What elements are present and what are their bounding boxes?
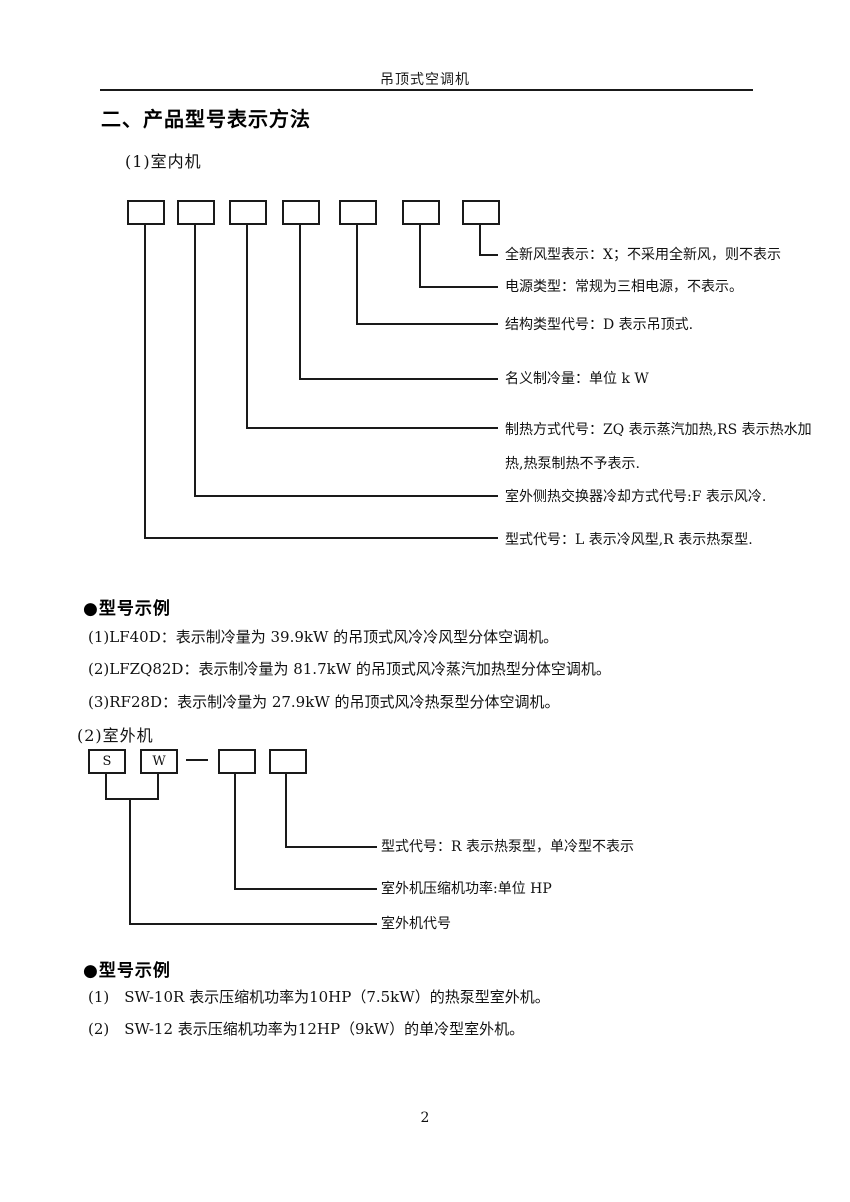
- page-title: 二、产品型号表示方法: [101, 107, 311, 131]
- connector-vline: [157, 772, 159, 800]
- connector-vline: [285, 772, 287, 848]
- connector-hline: [419, 286, 498, 288]
- connector-vline: [419, 223, 421, 288]
- connector-hline: [285, 846, 377, 848]
- indoor-code-box-7: [462, 200, 500, 225]
- indoor-label-outdoor-exchanger: 室外侧热交换器冷却方式代号:F 表示风冷.: [505, 489, 767, 505]
- connector-vline: [194, 223, 196, 497]
- connector-hline: [105, 798, 159, 800]
- connector-vline: [479, 223, 481, 256]
- header-rule: [100, 89, 753, 91]
- outdoor-example-1: (1) SW-10R 表示压缩机功率为10HP（7.5kW）的热泵型室外机。: [88, 988, 550, 1006]
- connector-hline: [144, 537, 498, 539]
- connector-vline: [246, 223, 248, 429]
- indoor-example-2: (2)LFZQ82D：表示制冷量为 81.7kW 的吊顶式风冷蒸汽加热型分体空调…: [88, 660, 611, 678]
- indoor-label-cooling-capacity: 名义制冷量：单位 k W: [505, 371, 649, 387]
- outdoor-code-box-3: [218, 749, 256, 774]
- connector-hline: [246, 427, 498, 429]
- indoor-label-heating-mode-line2: 热,热泵制热不予表示.: [505, 456, 640, 472]
- connector-hline: [299, 378, 498, 380]
- outdoor-label-outdoor-code: 室外机代号: [381, 916, 451, 932]
- indoor-example-3: (3)RF28D：表示制冷量为 27.9kW 的吊顶式风冷热泵型分体空调机。: [88, 693, 560, 711]
- outdoor-label-model-type: 型式代号：R 表示热泵型，单冷型不表示: [381, 839, 634, 855]
- connector-vline: [129, 798, 131, 925]
- indoor-label-heating-mode: 制热方式代号：ZQ 表示蒸汽加热,RS 表示热水加: [505, 422, 812, 438]
- indoor-examples-heading: ●型号示例: [83, 599, 171, 619]
- outdoor-code-box-4: [269, 749, 307, 774]
- indoor-label-structure-type: 结构类型代号：D 表示吊顶式.: [505, 317, 694, 333]
- connector-vline: [356, 223, 358, 325]
- indoor-code-box-2: [177, 200, 215, 225]
- outdoor-examples-heading: ●型号示例: [83, 961, 171, 981]
- connector-vline: [234, 772, 236, 890]
- outdoor-code-box-s: S: [88, 749, 126, 774]
- dash-separator: [186, 759, 208, 761]
- outdoor-code-box-w: W: [140, 749, 178, 774]
- indoor-code-box-5: [339, 200, 377, 225]
- connector-vline: [144, 223, 146, 539]
- connector-hline: [129, 923, 377, 925]
- outdoor-section-heading: (2)室外机: [77, 726, 154, 745]
- outdoor-label-compressor-power: 室外机压缩机功率:单位 HP: [381, 881, 552, 897]
- page-number: 2: [420, 1110, 430, 1126]
- document-header: 吊顶式空调机: [380, 72, 470, 88]
- indoor-example-1: (1)LF40D：表示制冷量为 39.9kW 的吊顶式风冷冷风型分体空调机。: [88, 628, 559, 646]
- connector-vline: [105, 772, 107, 800]
- indoor-section-heading: (1)室内机: [125, 152, 202, 171]
- connector-hline: [479, 254, 498, 256]
- connector-hline: [194, 495, 498, 497]
- indoor-label-model-type: 型式代号：L 表示冷风型,R 表示热泵型.: [505, 532, 753, 548]
- connector-hline: [234, 888, 377, 890]
- indoor-label-power-type: 电源类型：常规为三相电源，不表示。: [505, 279, 743, 295]
- indoor-code-box-6: [402, 200, 440, 225]
- connector-vline: [299, 223, 301, 380]
- outdoor-example-2: (2) SW-12 表示压缩机功率为12HP（9kW）的单冷型室外机。: [88, 1020, 525, 1038]
- indoor-code-box-3: [229, 200, 267, 225]
- connector-hline: [356, 323, 498, 325]
- indoor-code-box-4: [282, 200, 320, 225]
- indoor-label-fresh-air: 全新风型表示：X；不采用全新风，则不表示: [505, 247, 781, 263]
- indoor-code-box-1: [127, 200, 165, 225]
